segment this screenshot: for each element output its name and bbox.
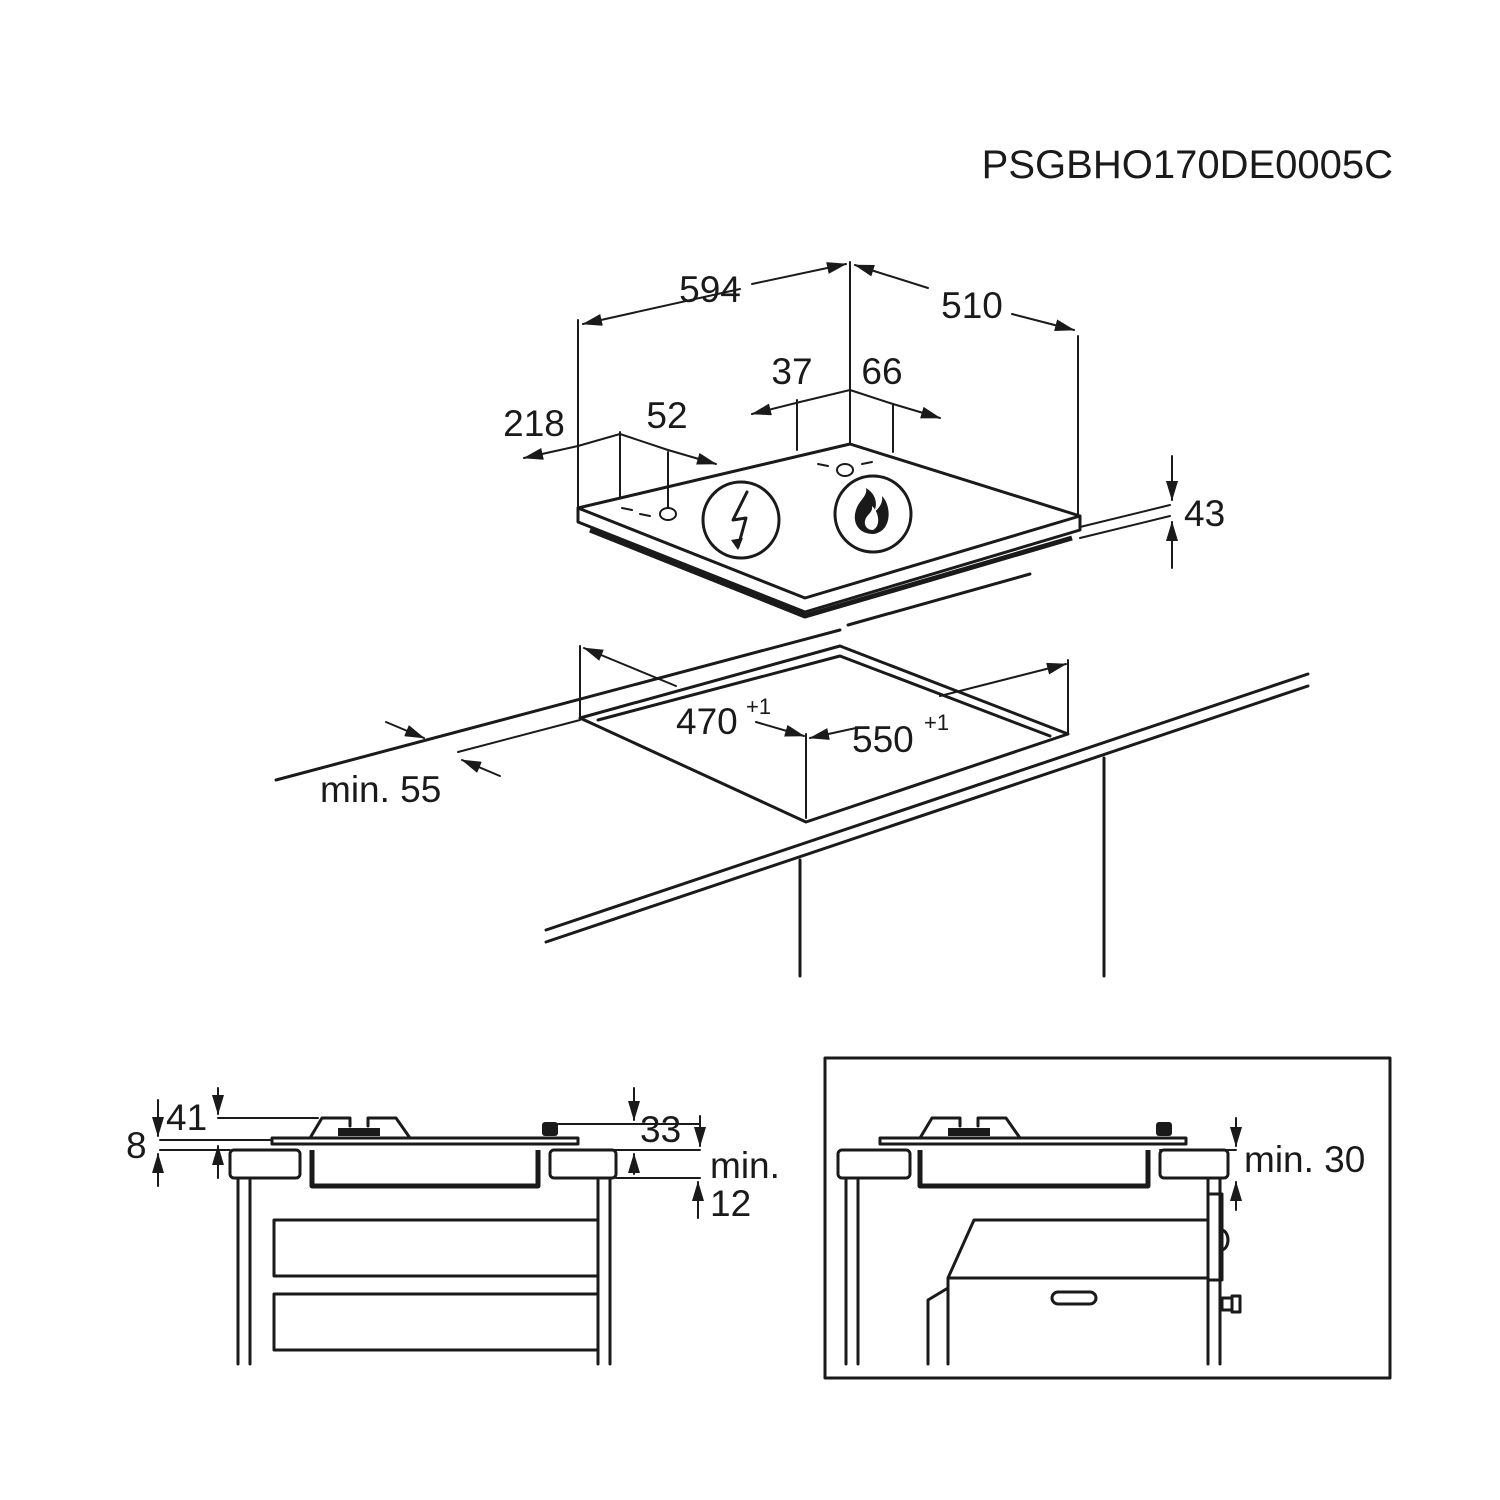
dim-min-55-label: min. 55: [320, 769, 441, 810]
side-view-drawers: 8 41 33 min. 12: [126, 1087, 780, 1366]
dim-33-label: 33: [640, 1109, 681, 1150]
dim-470-tolerance: +1: [746, 694, 771, 719]
dim-470-label: 470: [676, 701, 738, 742]
dim-min-30-label: min. 30: [1244, 1139, 1365, 1180]
dim-218-label: 218: [503, 403, 565, 444]
dim-43-label: 43: [1184, 493, 1225, 534]
dim-min-label: min.: [710, 1145, 780, 1186]
hob-isometric: 594 510 37 66 218 52 43: [503, 261, 1225, 627]
dim-550-tolerance: +1: [924, 710, 949, 735]
dim-8-label: 8: [126, 1125, 147, 1166]
dim-41-label: 41: [166, 1097, 207, 1138]
lightning-icon: [701, 480, 781, 560]
flame-icon: [833, 474, 913, 554]
dim-12-label: 12: [710, 1183, 751, 1224]
worktop-cutout: 470 +1 550 +1 min. 55: [274, 628, 1310, 978]
dim-37-label: 37: [771, 351, 812, 392]
dim-66-label: 66: [861, 351, 902, 392]
dim-594-label: 594: [679, 269, 741, 310]
dim-550-label: 550: [852, 719, 914, 760]
dim-510-label: 510: [941, 285, 1003, 326]
dim-52-label: 52: [646, 395, 687, 436]
side-view-oven: min. 30: [823, 1056, 1392, 1380]
document-code: PSGBHO170DE0005C: [982, 143, 1393, 187]
